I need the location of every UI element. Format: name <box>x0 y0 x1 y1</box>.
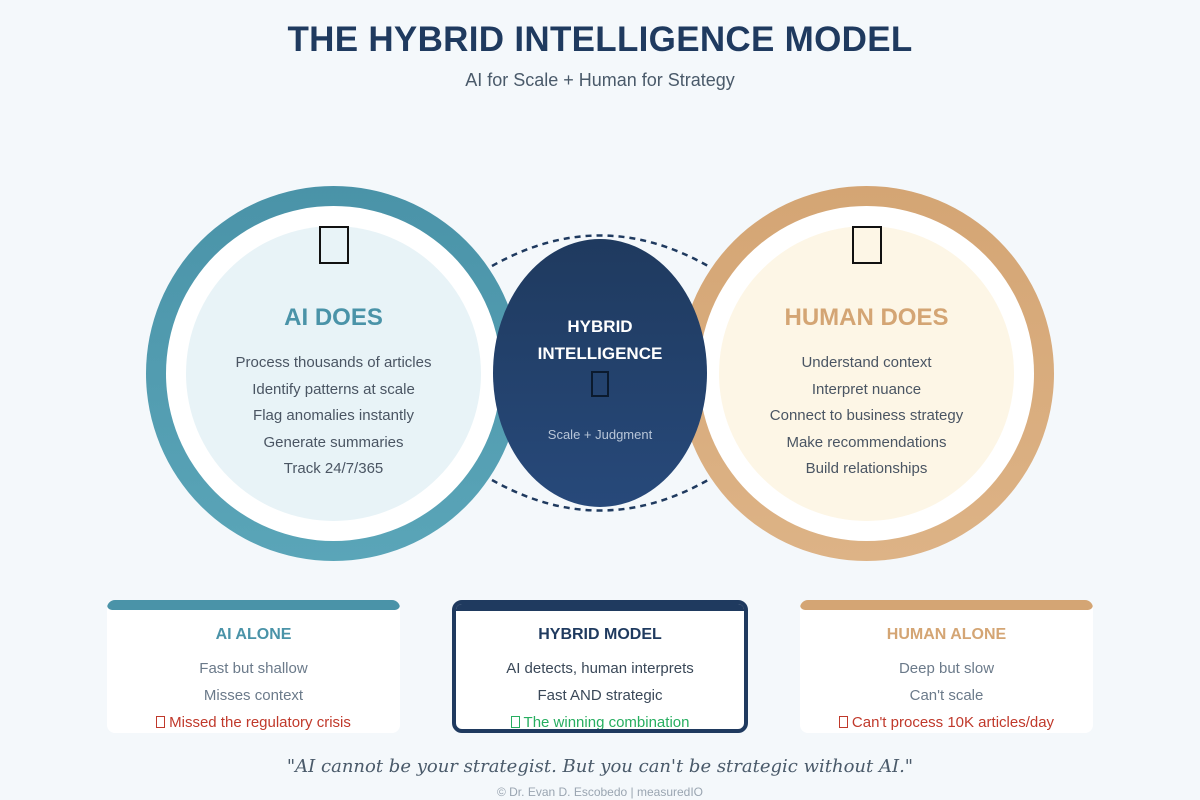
page-subtitle: AI for Scale + Human for Strategy <box>465 70 735 90</box>
card-line: Fast AND strategic <box>537 687 663 704</box>
list-item: Interpret nuance <box>811 380 922 398</box>
bottom-dashed-arc <box>491 478 709 512</box>
list-item: Build relationships <box>805 460 928 478</box>
ai-alone-card: AI ALONE Fast but shallow Misses context… <box>107 600 400 733</box>
human-does-heading: HUMAN DOES <box>784 304 949 331</box>
robot-icon <box>146 226 521 273</box>
copyright-footer: © Dr. Evan D. Escobedo | measuredIO <box>496 785 704 799</box>
card-outcome: Missed the regulatory crisis <box>107 714 400 731</box>
ai-does-heading: AI DOES <box>284 304 383 331</box>
card-accent-bar <box>800 600 1093 610</box>
card-outcome: The winning combination <box>456 714 744 729</box>
handshake-icon <box>493 371 707 401</box>
cross-mark-icon <box>156 716 166 728</box>
card-accent-bar <box>456 604 744 611</box>
card-line: AI detects, human interprets <box>506 660 694 677</box>
list-item: Understand context <box>801 354 932 371</box>
card-outcome: Can't process 10K articles/day <box>800 714 1093 731</box>
hybrid-intelligence-core: HYBRID INTELLIGENCE Scale + Judgment <box>493 239 707 507</box>
list-item: Generate summaries <box>263 433 404 451</box>
cross-mark-icon <box>838 716 848 728</box>
card-title: AI ALONE <box>215 626 292 643</box>
card-line: Can't scale <box>909 687 984 704</box>
list-item: Connect to business strategy <box>769 407 964 425</box>
hybrid-intelligence-title: HYBRID INTELLIGENCE <box>537 317 663 363</box>
check-mark-icon <box>510 716 520 728</box>
list-item: Make recommendations <box>786 433 947 451</box>
list-item: Flag anomalies instantly <box>253 407 414 425</box>
card-title: HUMAN ALONE <box>886 626 1007 643</box>
closing-quote: "AI cannot be your strategist. But you c… <box>286 756 914 777</box>
list-item: Track 24/7/365 <box>283 460 384 478</box>
card-line: Deep but slow <box>898 660 995 677</box>
human-alone-card: HUMAN ALONE Deep but slow Can't scale Ca… <box>800 600 1093 733</box>
human-does-list: Understand context Interpret nuance Conn… <box>679 350 1054 483</box>
brain-icon <box>679 226 1054 273</box>
card-line: Misses context <box>203 687 304 704</box>
top-dashed-arc <box>491 234 709 268</box>
list-item: Identify patterns at scale <box>252 380 415 398</box>
list-item: Process thousands of articles <box>235 354 432 371</box>
human-does-circle: HUMAN DOES Understand context Interpret … <box>679 186 1054 561</box>
hybrid-intelligence-subtitle: Scale + Judgment <box>547 427 653 442</box>
card-accent-bar <box>107 600 400 610</box>
ai-does-circle: AI DOES Process thousands of articles Id… <box>146 186 521 561</box>
ai-does-list: Process thousands of articles Identify p… <box>146 350 521 483</box>
hybrid-model-card: HYBRID MODEL AI detects, human interpret… <box>452 600 748 733</box>
card-line: Fast but shallow <box>199 660 308 677</box>
card-title: HYBRID MODEL <box>538 626 662 643</box>
page-title: THE HYBRID INTELLIGENCE MODEL <box>287 20 913 59</box>
